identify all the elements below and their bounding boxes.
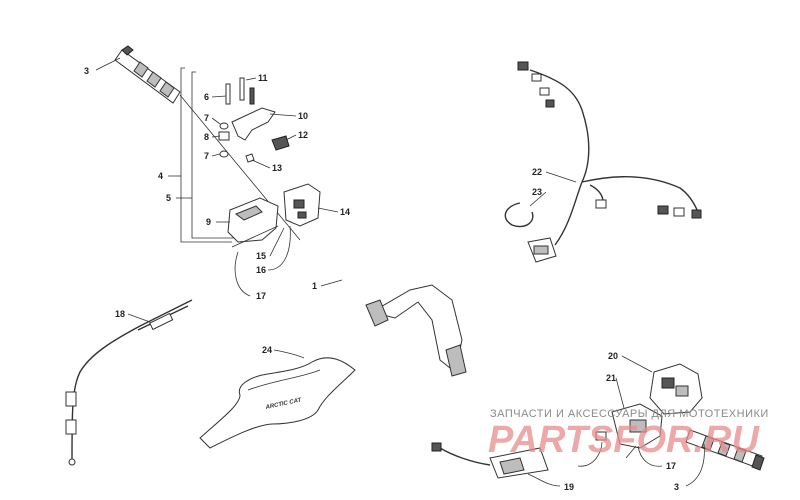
callout-3-left: 3	[84, 66, 89, 76]
master-cylinder	[227, 197, 279, 248]
callout-3-right: 3	[674, 482, 679, 492]
left-grip	[114, 45, 301, 241]
pin-parts	[218, 77, 290, 163]
switch-housing	[283, 183, 321, 227]
throttle-lever	[611, 403, 663, 449]
callout-13: 13	[272, 163, 282, 173]
leader-lines	[95, 57, 705, 487]
callout-7-top: 7	[204, 113, 209, 123]
watermark: ЗАПЧАСТИ И АКСЕССУАРЫ ДЛЯ МОТОТЕХНИКИ PA…	[488, 408, 769, 461]
grip-heater-harness	[431, 442, 549, 479]
right-grip	[685, 429, 765, 471]
callout-22: 22	[532, 167, 542, 177]
callout-24: 24	[262, 345, 272, 355]
bar-end-block	[595, 431, 607, 441]
callout-10: 10	[298, 111, 308, 121]
retaining-ring	[504, 202, 534, 228]
callout-8: 8	[204, 132, 209, 142]
callout-11: 11	[258, 73, 268, 83]
callout-20: 20	[608, 351, 618, 361]
callout-17-left: 17	[256, 291, 266, 301]
callout-12: 12	[298, 130, 308, 140]
throttle-cable	[65, 299, 193, 466]
wiring-harness	[517, 61, 702, 263]
callout-4: 4	[158, 171, 163, 181]
callout-17-right: 17	[666, 461, 676, 471]
throttle-housing	[649, 363, 703, 415]
callout-16: 16	[256, 265, 266, 275]
callout-21: 21	[606, 373, 616, 383]
callout-14: 14	[340, 207, 350, 217]
callout-1: 1	[312, 281, 317, 291]
callout-9: 9	[206, 217, 211, 227]
callout-18: 18	[115, 309, 125, 319]
brake-assembly-bracket	[180, 67, 235, 243]
watermark-logo: PARTSFOR.RU	[488, 419, 760, 461]
callout-15: 15	[256, 251, 266, 261]
callout-6: 6	[204, 92, 209, 102]
watermark-tagline: ЗАПЧАСТИ И АКСЕССУАРЫ ДЛЯ МОТОТЕХНИКИ	[490, 408, 769, 420]
callout-7-bottom: 7	[204, 151, 209, 161]
callout-19: 19	[564, 482, 574, 492]
callout-5: 5	[166, 193, 171, 203]
handlebar-pad-decal: ARCTIC CAT	[199, 357, 356, 449]
handlebar	[298, 246, 622, 432]
callout-23: 23	[532, 187, 542, 197]
callout-numbers: 3 6 11 10 7 8 7 12 13 4 5 9 14 15 16 17 …	[84, 66, 679, 492]
